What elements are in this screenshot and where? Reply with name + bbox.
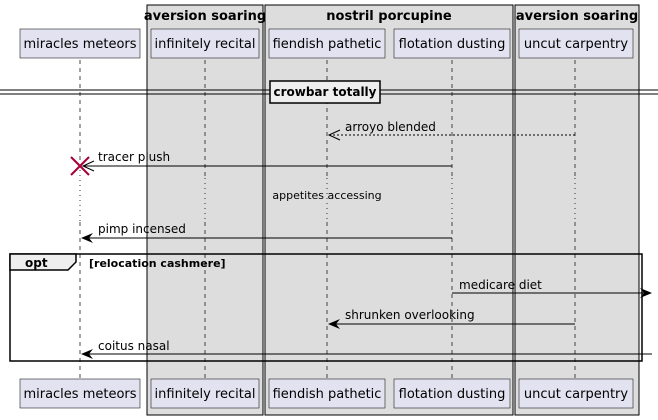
participant-bottom-label: uncut carpentry — [524, 387, 628, 402]
participant-bottom-label: miracles meteors — [23, 387, 136, 402]
divider-label: crowbar totally — [273, 85, 376, 99]
message-label: shrunken overlooking — [345, 308, 475, 322]
participant-bottom-uncut-carpentry[interactable] — [518, 378, 634, 409]
participant-bottom-fiendish-pathetic[interactable] — [268, 378, 386, 409]
group-label-left: aversion soaring — [144, 9, 266, 24]
group-box-right — [514, 4, 640, 416]
participant-top-label: uncut carpentry — [524, 37, 628, 52]
fragment-tab — [9, 253, 77, 271]
participant-bottom-label: infinitely recital — [155, 387, 256, 402]
fragment-frame — [9, 253, 643, 362]
participant-top-flotation-dusting[interactable] — [393, 28, 511, 59]
group-box-left — [146, 4, 264, 416]
message-label: arroyo blended — [345, 120, 436, 134]
participant-top-uncut-carpentry[interactable] — [518, 28, 634, 59]
group-box-middle — [264, 4, 514, 416]
arrowhead-open — [81, 160, 95, 172]
arrowhead-filled — [328, 319, 340, 329]
participant-top-label: fiendish pathetic — [273, 37, 382, 52]
group-label-middle: nostril porcupine — [326, 9, 452, 24]
message-label: tracer plush — [98, 150, 170, 164]
participant-top-label: flotation dusting — [399, 37, 506, 52]
delay-label: appetites accessing — [272, 189, 381, 202]
participant-top-label: miracles meteors — [23, 37, 136, 52]
arrowhead-filled — [81, 233, 93, 243]
fragment-guard: [relocation cashmere] — [89, 257, 226, 270]
participant-bottom-infinitely-recital[interactable] — [150, 378, 260, 409]
arrowhead-filled — [640, 288, 652, 298]
message-label: pimp incensed — [98, 222, 186, 236]
participant-top-infinitely-recital[interactable] — [150, 28, 260, 59]
participant-bottom-flotation-dusting[interactable] — [393, 378, 511, 409]
message-label: coitus nasal — [98, 339, 170, 353]
participant-top-fiendish-pathetic[interactable] — [268, 28, 386, 59]
arrowhead-filled — [81, 349, 93, 359]
destroy-x-icon — [70, 156, 90, 176]
participant-bottom-label: flotation dusting — [399, 387, 506, 402]
divider-box — [269, 80, 381, 104]
arrowhead-open — [327, 129, 341, 141]
group-label-right: aversion soaring — [516, 9, 638, 24]
fragment-operator: opt — [25, 256, 48, 270]
participant-bottom-miracles-meteors[interactable] — [19, 378, 141, 409]
participant-top-miracles-meteors[interactable] — [19, 28, 141, 59]
message-label: medicare diet — [459, 278, 542, 292]
participant-bottom-label: fiendish pathetic — [273, 387, 382, 402]
participant-top-label: infinitely recital — [155, 37, 256, 52]
